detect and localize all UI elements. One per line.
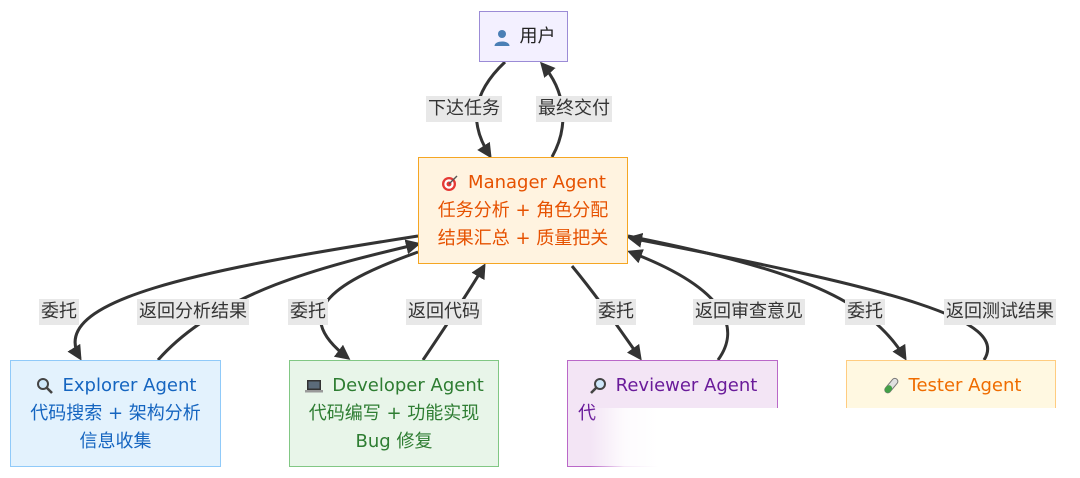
edge-label-reviewer-return: 返回审查意见 [693,299,805,325]
edge-label-delegate-developer: 委托 [288,299,328,325]
edge-tester-return [627,232,990,361]
manager-title: Manager Agent [468,171,606,193]
manager-line2: 结果汇总 + 质量把关 [437,227,609,249]
tester-title: Tester Agent [908,374,1022,396]
edge-label-manager-to-user: 最终交付 [536,96,612,122]
manager-node: Manager Agent 任务分析 + 角色分配 结果汇总 + 质量把关 [418,157,628,264]
edge-delegate-explorer [67,234,419,361]
target-icon [440,173,460,193]
edge-label-delegate-explorer: 委托 [39,299,79,325]
user-node-row: 用户 [492,23,556,51]
user-label: 用户 [519,25,556,47]
edge-label-delegate-reviewer: 委托 [596,299,636,325]
user-node: 用户 [479,11,568,62]
manager-title-row: Manager Agent [440,169,606,197]
manager-line1: 任务分析 + 角色分配 [437,199,609,221]
reviewer-title-row: Reviewer Agent [588,372,758,400]
tester-title-row: Tester Agent [881,372,1022,400]
edge-delegate-tester [627,234,907,361]
edge-explorer-return [156,239,421,361]
developer-line1: 代码编写 + 功能实现 [308,402,480,424]
developer-title-row: Developer Agent [304,372,484,400]
user-bust-icon [492,27,512,47]
explorer-line1: 代码搜索 + 架构分析 [30,402,201,424]
edge-label-tester-return: 返回测试结果 [944,299,1056,325]
developer-node: Developer Agent 代码编写 + 功能实现 Bug 修复 [289,360,499,467]
laptop-icon [304,376,324,396]
explorer-line2: 信息收集 [79,430,152,452]
test-tube-icon [881,376,901,396]
edge-label-explorer-return: 返回分析结果 [137,299,249,325]
edge-label-developer-return: 返回代码 [406,299,482,325]
explorer-node: Explorer Agent 代码搜索 + 架构分析 信息收集 [10,360,221,467]
developer-title: Developer Agent [332,374,484,396]
explorer-title: Explorer Agent [62,374,197,396]
magnifier-left-icon [35,376,55,396]
bottom-right-fade-overlay [590,408,1080,478]
edge-label-user-to-manager: 下达任务 [426,96,502,122]
magnifier-right-icon [588,376,608,396]
edge-label-delegate-tester: 委托 [845,299,885,325]
explorer-title-row: Explorer Agent [35,372,197,400]
developer-line2: Bug 修复 [355,430,433,452]
reviewer-title: Reviewer Agent [615,374,758,396]
edge-delegate-developer [319,250,419,360]
